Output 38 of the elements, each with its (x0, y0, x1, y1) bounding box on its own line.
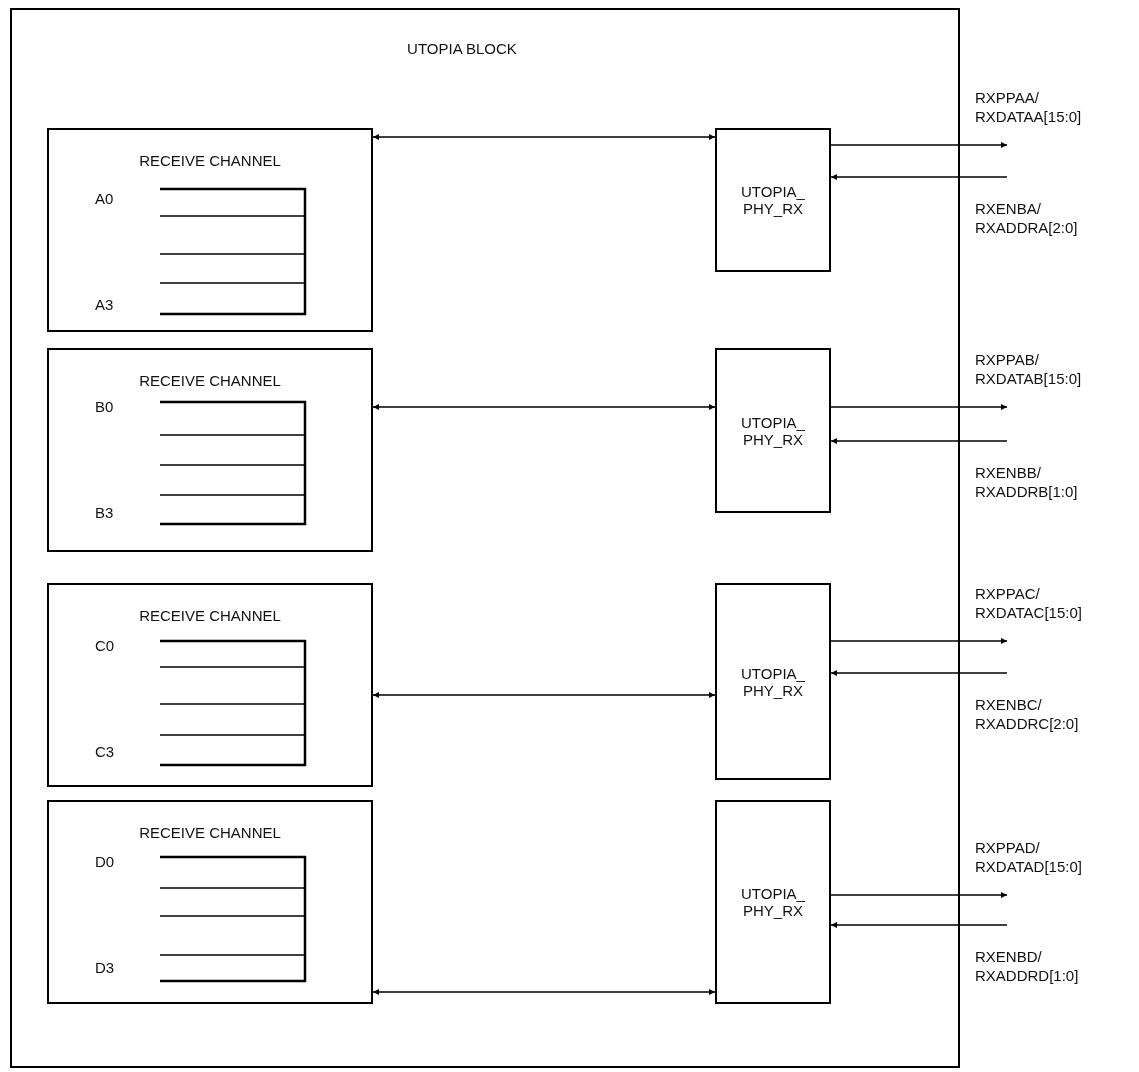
register-label: A0 (95, 190, 114, 207)
arrow (830, 174, 1008, 180)
register-label: C3 (95, 743, 115, 760)
channel-block (47, 583, 373, 787)
block-label: UTOPIA_ PHY_RX (740, 664, 806, 699)
arrow (830, 142, 1008, 148)
arrow (372, 692, 716, 698)
channel-title: RECEIVE CHANNEL (138, 607, 282, 624)
channel-title: RECEIVE CHANNEL (138, 824, 282, 841)
channel-block (47, 128, 373, 332)
block-label: UTOPIA_ PHY_RX (740, 413, 806, 448)
arrow (830, 670, 1008, 676)
phy-block (715, 800, 831, 1004)
block-label: UTOPIA_ PHY_RX (740, 885, 806, 919)
channel-block (47, 800, 373, 1004)
arrow (830, 404, 1008, 410)
arrow (830, 638, 1008, 644)
channel-title: RECEIVE CHANNEL (138, 372, 282, 389)
channel-block (47, 348, 373, 552)
arrow (830, 922, 1008, 928)
block-label: UTOPIA_ PHY_RX (740, 183, 806, 217)
register-label: B3 (95, 504, 114, 521)
channel-title: RECEIVE CHANNEL (138, 152, 282, 169)
arrow (830, 438, 1008, 444)
arrow (830, 892, 1008, 898)
register-label: D0 (95, 853, 115, 870)
register-label: A3 (95, 296, 114, 313)
phy-block (715, 128, 831, 272)
arrow (372, 989, 716, 995)
outer-block (10, 8, 960, 1068)
register-label: B0 (95, 398, 114, 415)
arrow (372, 404, 716, 410)
phy-block (715, 583, 831, 780)
arrow (372, 134, 716, 140)
block-title: UTOPIA BLOCK (406, 40, 518, 57)
register-label: D3 (95, 959, 115, 976)
register-label: C0 (95, 637, 115, 654)
phy-block (715, 348, 831, 513)
